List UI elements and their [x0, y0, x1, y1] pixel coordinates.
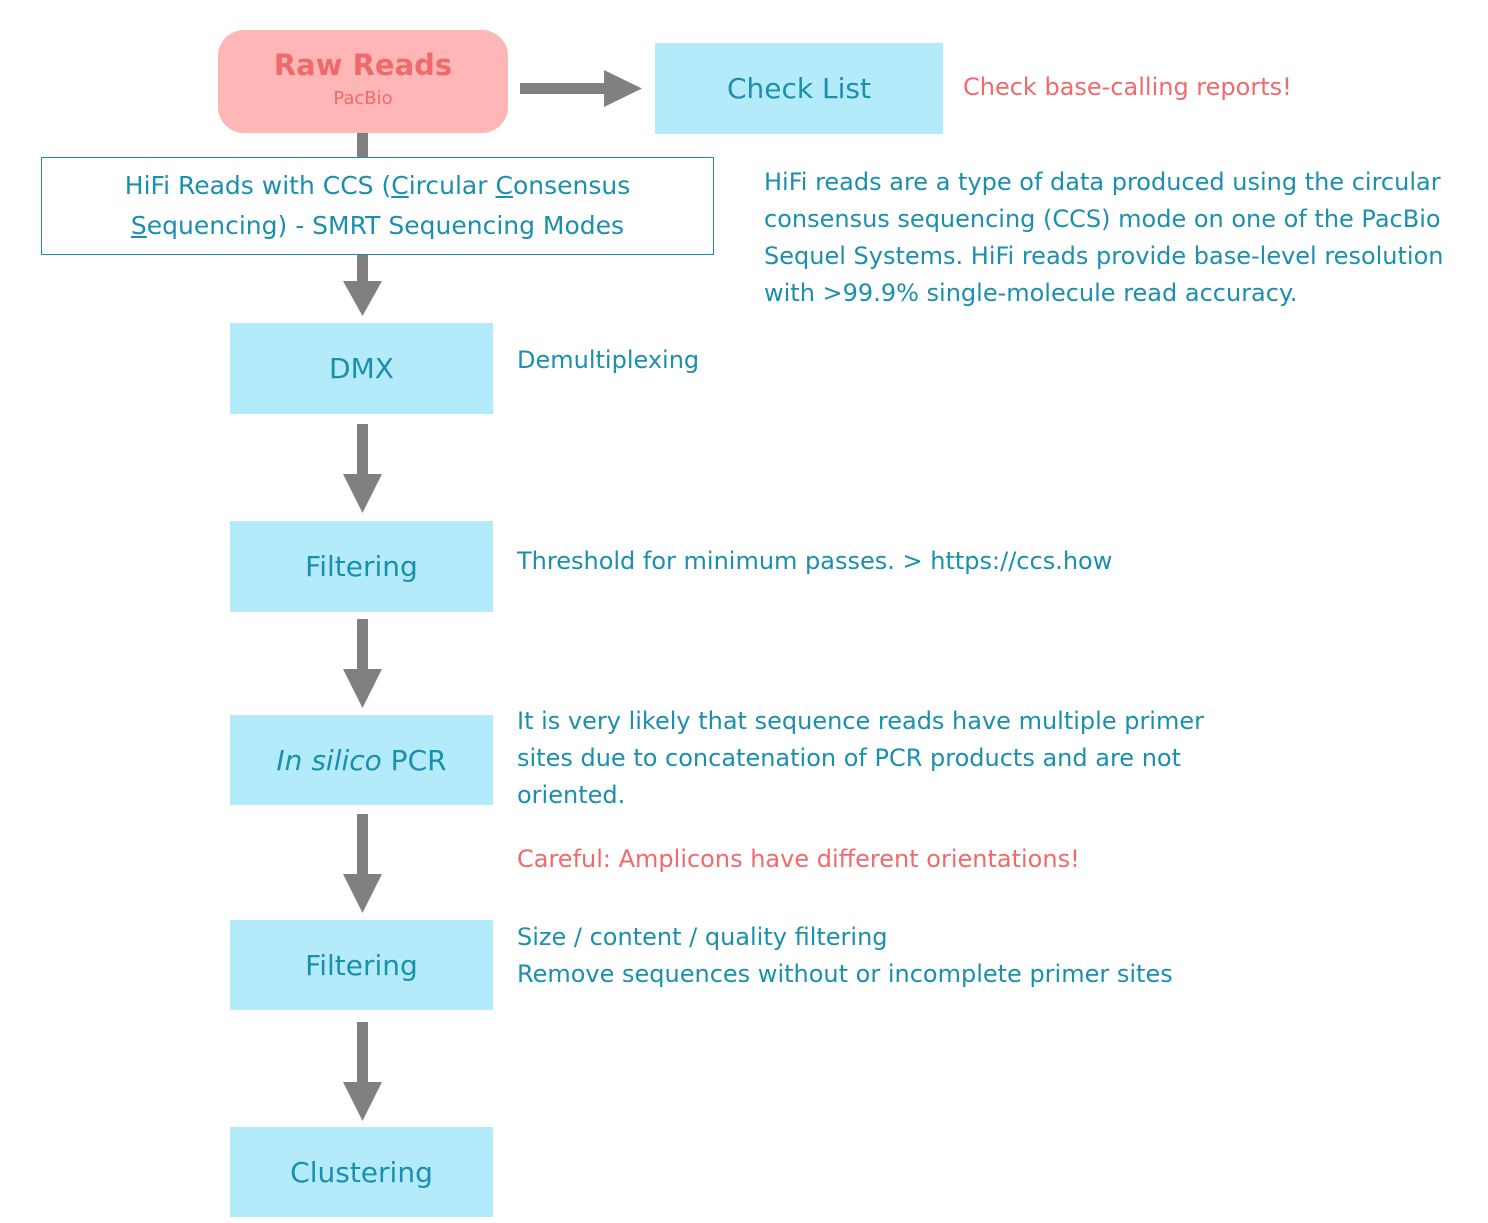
pcr-note: It is very likely that sequence reads ha…	[517, 707, 1204, 809]
check-list-node: Check List	[655, 43, 943, 134]
in-silico-pcr-node: In silico PCR	[230, 715, 493, 805]
pcr-label-italic: In silico	[276, 743, 382, 777]
hifi-underline-c2: C	[495, 171, 513, 200]
arrow-filtering2-to-clustering	[343, 1022, 382, 1121]
pcr-label-rest: PCR	[381, 743, 447, 777]
hifi-description: HiFi reads are a type of data produced u…	[764, 168, 1444, 307]
pcr-label: In silico PCR	[276, 744, 446, 777]
filtering-note: Threshold for minimum passes. > https://…	[517, 547, 1113, 575]
raw-reads-title: Raw Reads	[273, 47, 453, 82]
arrow-dmx-to-filtering	[343, 424, 382, 513]
check-list-note: Check base-calling reports!	[963, 73, 1292, 101]
raw-reads-subtitle: PacBio	[333, 87, 393, 109]
hifi-underline-s: S	[130, 211, 147, 240]
hifi-text: ircular	[408, 171, 496, 200]
hifi-text: HiFi Reads with CCS (	[124, 171, 392, 200]
hifi-underline-c1: C	[391, 171, 409, 200]
filtering2-note-2: Remove sequences without or incomplete p…	[517, 960, 1173, 988]
hifi-reads-node: HiFi Reads with CCS (Circular Consensus …	[41, 157, 714, 255]
connector-raw-to-hifi	[357, 133, 368, 157]
clustering-node: Clustering	[230, 1127, 493, 1217]
dmx-label: DMX	[329, 352, 394, 385]
clustering-label: Clustering	[290, 1155, 433, 1189]
check-list-label: Check List	[727, 72, 871, 105]
filtering2-label: Filtering	[305, 948, 418, 982]
dmx-node: DMX	[230, 323, 493, 414]
hifi-text: equencing) - SMRT Sequencing Modes	[146, 211, 625, 240]
pcr-warning: Careful: Amplicons have different orient…	[517, 845, 1080, 873]
filtering2-note-1: Size / content / quality filtering	[517, 923, 888, 951]
filtering-node: Filtering	[230, 521, 493, 612]
arrow-hifi-to-dmx	[343, 255, 382, 316]
arrow-raw-to-checklist	[520, 70, 642, 107]
arrow-filtering-to-pcr	[343, 619, 382, 708]
dmx-note: Demultiplexing	[517, 346, 700, 374]
filtering-label: Filtering	[305, 550, 418, 583]
hifi-text: onsensus	[512, 171, 631, 200]
arrow-pcr-to-filtering2	[343, 814, 382, 913]
filtering2-node: Filtering	[230, 920, 493, 1010]
raw-reads-node: Raw Reads PacBio	[218, 30, 508, 133]
hifi-reads-label: HiFi Reads with CCS (Circular Consensus …	[125, 166, 630, 246]
